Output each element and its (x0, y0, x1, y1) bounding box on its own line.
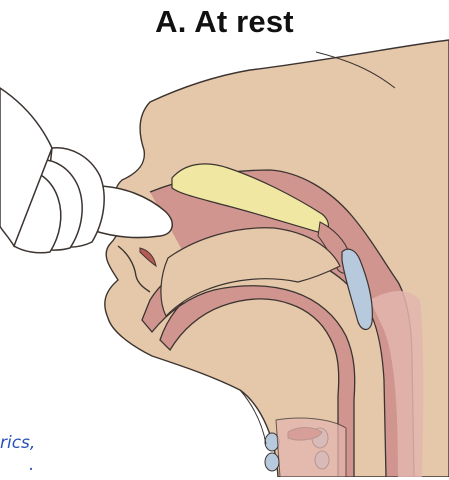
clipped-caption-fragment-1: rics, (0, 433, 35, 453)
figure-title: A. At rest (0, 4, 449, 40)
clipped-caption-fragment-2: · (28, 460, 33, 480)
esophagus-band (276, 418, 346, 477)
